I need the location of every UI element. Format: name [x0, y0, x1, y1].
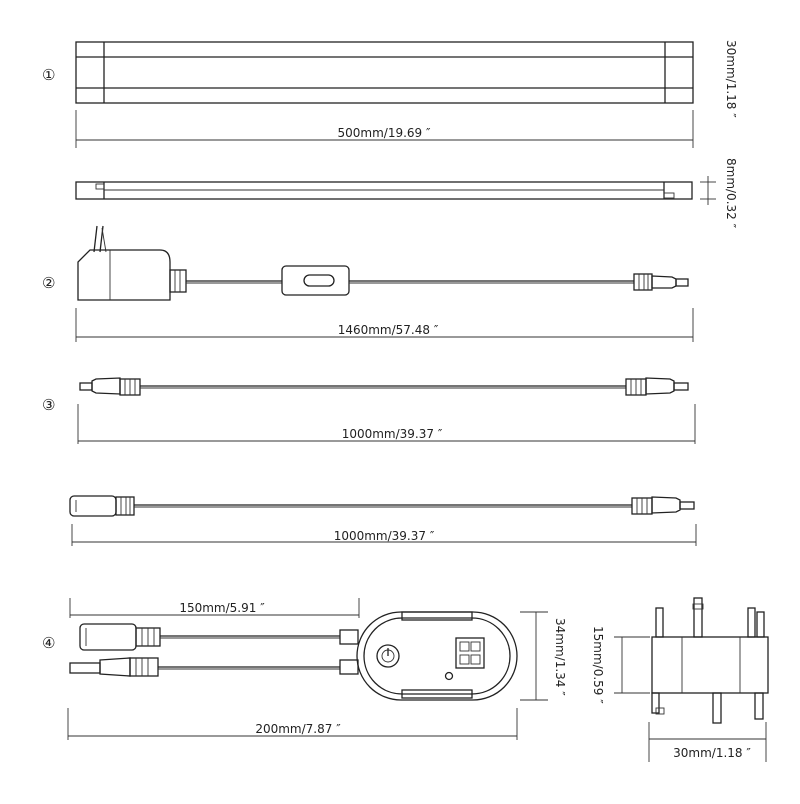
light-bar-top-view — [75, 41, 694, 104]
extension-cable-a-dimension — [77, 404, 696, 444]
switch-tail-dimension — [69, 598, 360, 618]
switch-width-label: 34mm/1.34 ″ — [553, 618, 567, 696]
dc-male-connector — [633, 273, 689, 291]
item-2-marker: ② — [42, 274, 55, 292]
extension-cable-b-length-label: 1000mm/39.37 ″ — [334, 529, 435, 543]
extension-cable-a-length-label: 1000mm/39.37 ″ — [342, 427, 443, 441]
power-adapter — [77, 225, 187, 301]
extension-cable-male-male — [79, 377, 689, 396]
bar-height-dimension — [700, 176, 716, 205]
extension-cable-female-male — [69, 495, 695, 517]
mounting-clip-side-view — [651, 597, 769, 724]
switch-width-dimension — [520, 611, 548, 701]
switch-tail-length-label: 150mm/5.91 ″ — [179, 601, 265, 615]
switch-total-dimension — [67, 708, 518, 740]
inline-rocker-switch — [281, 265, 350, 296]
item-4-marker: ④ — [42, 634, 55, 652]
bar-width-label: 30mm/1.18 ″ — [724, 40, 738, 118]
sensor-switch-unit — [69, 611, 518, 701]
switch-total-length-label: 200mm/7.87 ″ — [255, 722, 341, 736]
bar-length-label: 500mm/19.69 ″ — [338, 126, 431, 140]
clip-height-dimension — [614, 636, 650, 694]
clip-width-label: 30mm/1.18 ″ — [673, 746, 751, 760]
item-3-marker: ③ — [42, 396, 55, 414]
bar-length-dimension — [75, 110, 694, 148]
extension-cable-b-dimension — [71, 524, 697, 546]
adapter-cable-length-label: 1460mm/57.48 ″ — [338, 323, 439, 337]
adapter-cable-dimension — [75, 308, 694, 342]
item-1-marker: ① — [42, 66, 55, 84]
bar-height-label: 8mm/0.32 ″ — [724, 158, 738, 229]
clip-height-label: 15mm/0.59 ″ — [591, 626, 605, 704]
clip-width-dimension — [648, 722, 767, 762]
light-bar-side-view — [75, 181, 693, 200]
